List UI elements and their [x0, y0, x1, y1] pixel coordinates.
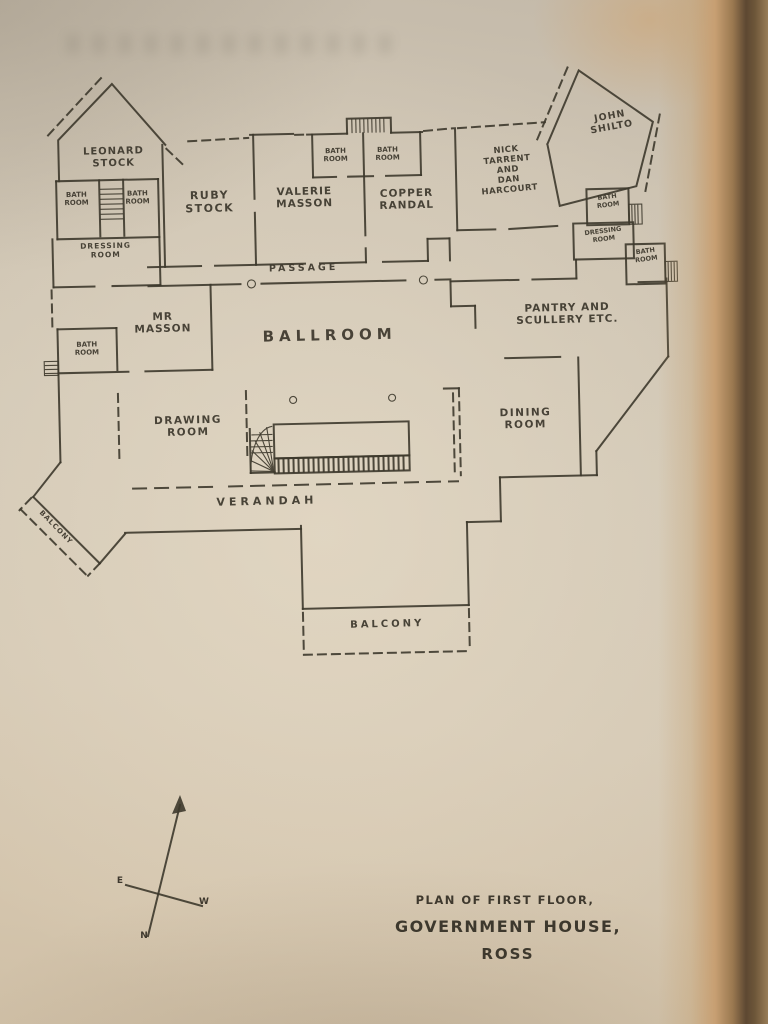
- caption-line-2: GOVERNMENT HOUSE,: [394, 917, 622, 936]
- caption-line-3: ROSS: [481, 945, 535, 963]
- compass-north-label: N: [140, 931, 148, 941]
- caption-line-1: PLAN OF FIRST FLOOR,: [415, 893, 595, 907]
- floor-plan-drawing: [18, 61, 679, 656]
- compass-west-label: W: [199, 897, 209, 907]
- floor-plan: LEONARD STOCK BATH ROOM BATH ROOM DRESSI…: [18, 61, 679, 656]
- compass-east-label: E: [116, 876, 124, 886]
